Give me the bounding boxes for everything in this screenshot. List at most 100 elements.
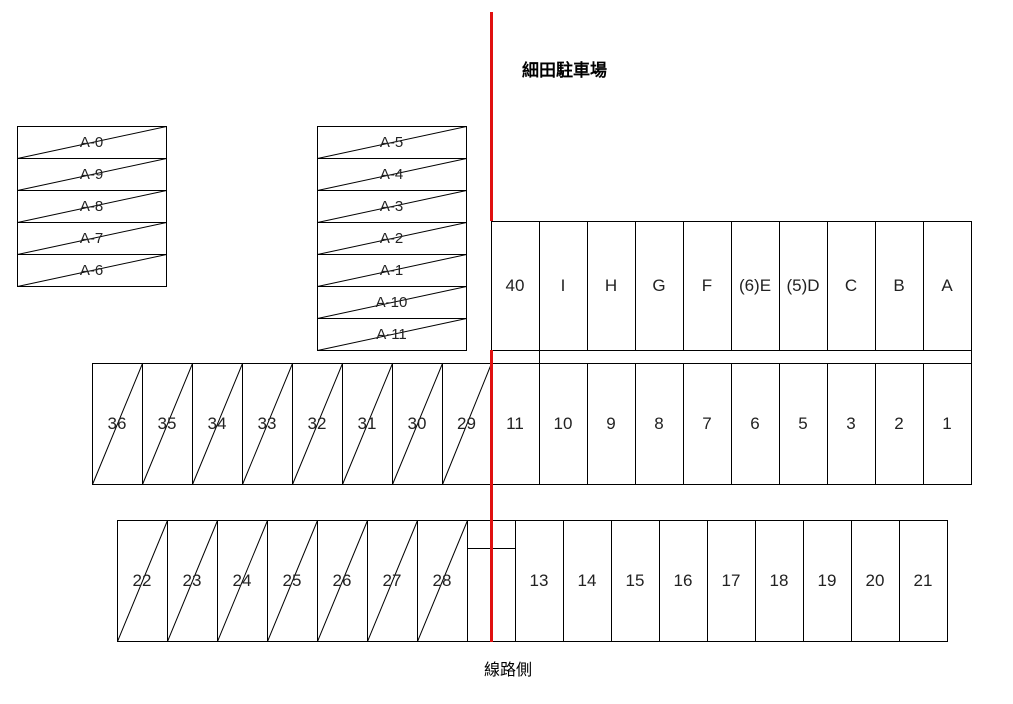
parking-space[interactable]: 5 — [779, 363, 828, 485]
space-label: A-2 — [380, 230, 403, 247]
parking-space[interactable]: 1 — [923, 363, 972, 485]
space-label: 34 — [208, 414, 227, 433]
space-label: A-5 — [380, 134, 403, 151]
space-label: A-10 — [376, 294, 408, 311]
parking-spaces: A-0A-9A-8A-7A-6 A-5A-4A-3A-2A-1A-10A-11 40… — [17, 126, 972, 642]
space-outline — [851, 520, 900, 642]
parking-space[interactable]: 40 — [491, 221, 540, 351]
space-outline — [731, 221, 780, 351]
hatch-line — [242, 363, 293, 485]
parking-space[interactable]: A-5 — [317, 126, 467, 159]
space-label: 15 — [626, 571, 645, 590]
parking-space[interactable]: A-9 — [17, 158, 167, 191]
parking-space[interactable]: 3 — [827, 363, 876, 485]
space-label: 22 — [133, 571, 152, 590]
parking-space[interactable]: A-11 — [317, 318, 467, 351]
hatch-line — [142, 363, 193, 485]
parking-space[interactable]: 27 — [367, 520, 418, 642]
parking-space[interactable]: I — [539, 221, 588, 351]
space-outline — [707, 520, 756, 642]
parking-space[interactable]: 16 — [659, 520, 708, 642]
space-label: 16 — [674, 571, 693, 590]
hatch-line — [167, 520, 218, 642]
space-outline — [827, 221, 876, 351]
parking-space[interactable]: G — [635, 221, 684, 351]
parking-space[interactable]: H — [587, 221, 636, 351]
parking-space[interactable]: F — [683, 221, 732, 351]
hatch-line — [392, 363, 443, 485]
parking-space[interactable]: 30 — [392, 363, 443, 485]
parking-space[interactable]: A-8 — [17, 190, 167, 223]
space-label: 20 — [866, 571, 885, 590]
hatch-line — [17, 222, 167, 255]
space-outline — [875, 363, 924, 485]
parking-space[interactable]: 22 — [117, 520, 168, 642]
parking-space[interactable]: A-2 — [317, 222, 467, 255]
space-outline — [563, 520, 612, 642]
parking-space[interactable]: 8 — [635, 363, 684, 485]
parking-space[interactable]: 32 — [292, 363, 343, 485]
parking-space[interactable]: A-10 — [317, 286, 467, 319]
parking-lot-title: 細田駐車場 — [522, 60, 607, 81]
parking-space[interactable]: 19 — [803, 520, 852, 642]
parking-space[interactable]: A-3 — [317, 190, 467, 223]
space-label: F — [702, 276, 712, 295]
parking-space[interactable]: 18 — [755, 520, 804, 642]
parking-space[interactable]: 2 — [875, 363, 924, 485]
space-label: C — [845, 276, 857, 295]
hatch-line — [317, 318, 467, 351]
hatch-line — [267, 520, 318, 642]
hatch-line — [92, 363, 143, 485]
parking-space[interactable]: A-0 — [17, 126, 167, 159]
space-label: 32 — [308, 414, 327, 433]
parking-space[interactable]: 31 — [342, 363, 393, 485]
parking-space[interactable]: B — [875, 221, 924, 351]
parking-space[interactable]: (5)D — [779, 221, 828, 351]
space-outline — [515, 520, 564, 642]
space-label: 17 — [722, 571, 741, 590]
parking-space[interactable]: 10 — [539, 363, 588, 485]
space-outline — [827, 363, 876, 485]
parking-space[interactable]: A-7 — [17, 222, 167, 255]
space-label: 10 — [554, 414, 573, 433]
parking-space[interactable]: 36 — [92, 363, 143, 485]
hatch-line — [442, 363, 492, 485]
hatch-line — [317, 190, 467, 223]
parking-space[interactable]: 11 — [491, 363, 540, 485]
parking-space[interactable]: 6 — [731, 363, 780, 485]
parking-space[interactable]: 20 — [851, 520, 900, 642]
parking-space[interactable]: 29 — [442, 363, 492, 485]
parking-space[interactable]: 9 — [587, 363, 636, 485]
space-label: 19 — [818, 571, 837, 590]
parking-space[interactable]: A-1 — [317, 254, 467, 287]
parking-space[interactable]: 34 — [192, 363, 243, 485]
parking-space[interactable]: 15 — [611, 520, 660, 642]
hatch-line — [217, 520, 268, 642]
space-label: 6 — [750, 414, 759, 433]
space-outline — [779, 363, 828, 485]
parking-space[interactable]: C — [827, 221, 876, 351]
parking-space[interactable]: 26 — [317, 520, 368, 642]
parking-space[interactable]: A-4 — [317, 158, 467, 191]
parking-space[interactable]: 33 — [242, 363, 293, 485]
space-label: (5)D — [786, 276, 819, 295]
space-label: 27 — [383, 571, 402, 590]
parking-space[interactable]: 35 — [142, 363, 193, 485]
space-label: A-3 — [380, 198, 403, 215]
parking-space[interactable]: 23 — [167, 520, 218, 642]
hatch-line — [417, 520, 468, 642]
parking-space[interactable]: 21 — [899, 520, 948, 642]
parking-space[interactable]: A — [923, 221, 972, 351]
parking-space[interactable]: 13 — [515, 520, 564, 642]
parking-space[interactable]: 25 — [267, 520, 318, 642]
parking-space[interactable]: 14 — [563, 520, 612, 642]
parking-space[interactable]: 7 — [683, 363, 732, 485]
parking-space[interactable]: A-6 — [17, 254, 167, 287]
parking-space[interactable]: (6)E — [731, 221, 780, 351]
hatch-line — [17, 126, 167, 159]
parking-space[interactable]: 28 — [417, 520, 468, 642]
parking-space[interactable]: 17 — [707, 520, 756, 642]
parking-space[interactable]: 24 — [217, 520, 268, 642]
space-outline — [755, 520, 804, 642]
